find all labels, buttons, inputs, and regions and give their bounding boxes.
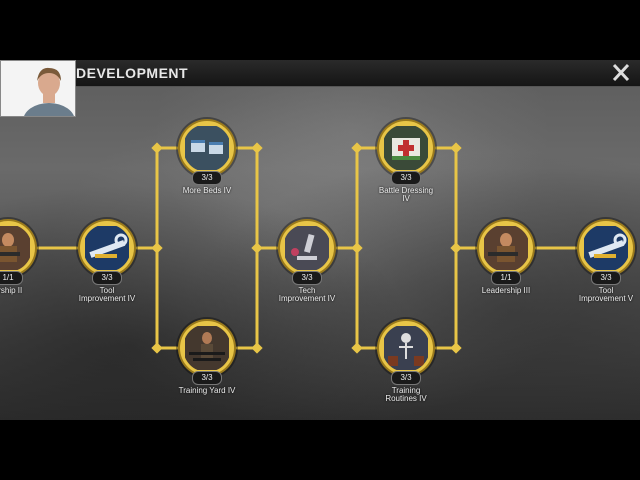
tech-node-leadership-ii[interactable] xyxy=(0,217,39,279)
junction-diamond xyxy=(351,342,363,354)
node-label-line: Improvement V xyxy=(578,294,634,303)
node-level-badge: 3/3 xyxy=(192,371,222,385)
node-label-line: Tool xyxy=(99,286,115,295)
node-label-line: Routines IV xyxy=(385,394,427,403)
close-button[interactable] xyxy=(606,60,636,86)
node-level-badge: 3/3 xyxy=(591,271,621,285)
beds-icon xyxy=(185,126,229,170)
tech-node-tool-improvement-v[interactable] xyxy=(575,217,637,279)
soldier-icon xyxy=(0,226,30,270)
webcam-person-icon xyxy=(1,61,75,116)
soldier-icon xyxy=(484,226,528,270)
junction-diamond xyxy=(450,242,462,254)
node-label-line: Training xyxy=(391,386,421,395)
node-level-badge: 3/3 xyxy=(391,371,421,385)
junction-diamond xyxy=(351,242,363,254)
junction-diamond xyxy=(450,342,462,354)
node-label: More Beds IV xyxy=(162,187,252,195)
junction-diamond xyxy=(151,242,163,254)
node-label-line: IV xyxy=(402,194,410,203)
junction-diamond xyxy=(251,242,263,254)
weapons-icon xyxy=(185,326,229,370)
node-label: Leadership III xyxy=(461,287,551,295)
development-panel: DEVELOPMENT 1/1ership II3/3ToolImproveme… xyxy=(0,60,640,420)
junction-diamond xyxy=(251,142,263,154)
wrench-tools-icon xyxy=(85,226,129,270)
node-level-badge: 3/3 xyxy=(92,271,122,285)
node-label-line: Leadership III xyxy=(481,286,531,295)
microscope-icon xyxy=(285,226,329,270)
node-label-line: Battle Dressing xyxy=(378,186,434,195)
node-label-line: ership II xyxy=(0,286,23,295)
header-bar: DEVELOPMENT xyxy=(0,60,640,87)
tech-node-tool-improvement-iv[interactable] xyxy=(76,217,138,279)
node-label-line: More Beds IV xyxy=(182,186,232,195)
tech-node-leadership-iii[interactable] xyxy=(475,217,537,279)
junction-diamond xyxy=(251,342,263,354)
page-title: DEVELOPMENT xyxy=(76,65,189,81)
medkit-icon xyxy=(384,126,428,170)
node-label-line: Improvement IV xyxy=(278,294,336,303)
tech-node-tech-improvement-iv[interactable] xyxy=(276,217,338,279)
junction-diamond xyxy=(351,142,363,154)
tech-node-battle-dressing-iv[interactable] xyxy=(375,117,437,179)
tech-node-training-routines-iv[interactable] xyxy=(375,317,437,379)
junction-diamond xyxy=(151,142,163,154)
webcam-overlay xyxy=(0,60,76,117)
node-label-line: Tool xyxy=(598,286,614,295)
wrench-tools-icon xyxy=(584,226,628,270)
node-level-badge: 3/3 xyxy=(292,271,322,285)
node-level-badge: 1/1 xyxy=(491,271,521,285)
junction-diamond xyxy=(151,342,163,354)
node-label-line: Training Yard IV xyxy=(178,386,236,395)
junction-diamond xyxy=(450,142,462,154)
skeleton-icon xyxy=(384,326,428,370)
node-label: Training Yard IV xyxy=(162,387,252,395)
node-level-badge: 3/3 xyxy=(391,171,421,185)
connector-lines xyxy=(36,142,578,354)
node-level-badge: 1/1 xyxy=(0,271,23,285)
tech-node-more-beds-iv[interactable] xyxy=(176,117,238,179)
node-label-line: Tech xyxy=(298,286,316,295)
close-icon xyxy=(612,63,630,82)
node-level-badge: 3/3 xyxy=(192,171,222,185)
tech-node-training-yard-iv[interactable] xyxy=(176,317,238,379)
node-label-line: Improvement IV xyxy=(78,294,136,303)
node-label: ership II xyxy=(0,287,53,295)
tech-tree xyxy=(0,117,637,379)
